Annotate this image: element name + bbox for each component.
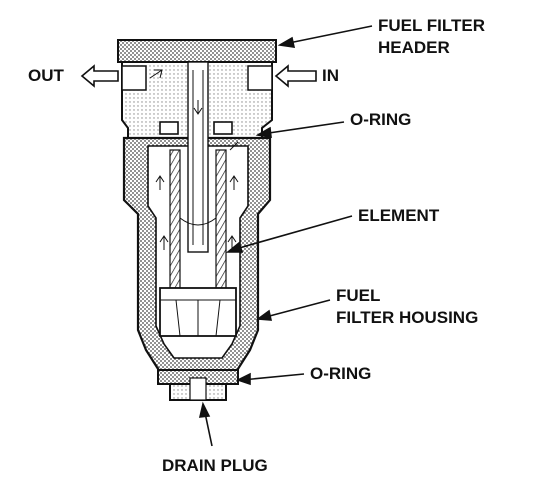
label-drain-plug: DRAIN PLUG	[162, 456, 268, 475]
label-header: HEADER	[378, 38, 450, 57]
o-ring-top-left	[159, 121, 179, 135]
out-arrow-icon	[80, 64, 119, 88]
outlet-port	[121, 65, 147, 91]
label-o-ring-bottom: O-RING	[310, 364, 372, 383]
label-in: IN	[322, 66, 339, 85]
element-left-wall	[169, 149, 181, 289]
label-o-ring-top: O-RING	[350, 110, 412, 129]
o-ring-top-right	[213, 121, 233, 135]
label-element: ELEMENT	[358, 206, 440, 225]
label-filter-housing: FILTER HOUSING	[336, 308, 479, 327]
flow-arrows	[149, 69, 239, 250]
in-arrow-icon	[274, 64, 317, 88]
element-right-wall	[215, 149, 227, 289]
header-plate	[117, 39, 277, 63]
inlet-port	[247, 65, 273, 91]
label-out: OUT	[28, 66, 64, 85]
label-fuel: FUEL	[336, 286, 381, 305]
label-fuel-filter-header: FUEL FILTER	[378, 16, 486, 35]
leader-lines	[198, 25, 373, 447]
